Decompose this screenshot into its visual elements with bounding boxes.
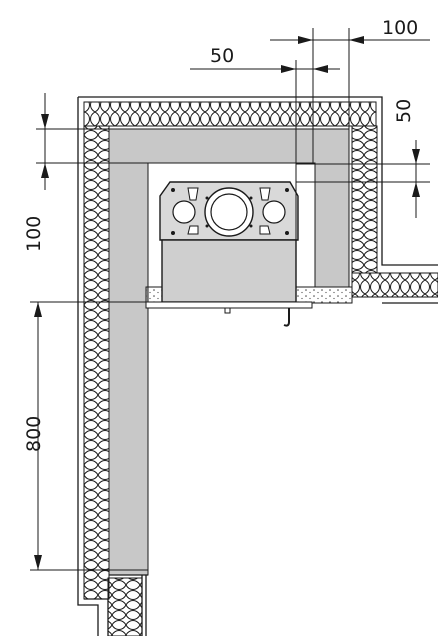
- floor-bracket: [283, 308, 290, 327]
- insulation-right-lower: [351, 272, 438, 298]
- heater-feet: [145, 301, 313, 309]
- insulation-bottom-left: [107, 577, 143, 636]
- dim-vertical-height-label: 800: [23, 416, 45, 452]
- dim-right-gap-label: 50: [393, 99, 415, 123]
- dim-top-offset-label: 100: [382, 17, 418, 39]
- sauna-heater: [145, 181, 313, 327]
- heater-right-port: [262, 200, 286, 224]
- insulation-right: [351, 125, 378, 274]
- insulation-left: [83, 125, 110, 600]
- wall-structure: [77, 96, 438, 636]
- heater-left-port: [172, 200, 196, 224]
- dim-left-clearance-label: 100: [23, 216, 45, 252]
- insulation-top: [83, 101, 377, 127]
- heater-body: [161, 239, 297, 303]
- dimension-lines: [30, 28, 430, 571]
- dim-top-gap-label: 50: [210, 45, 234, 67]
